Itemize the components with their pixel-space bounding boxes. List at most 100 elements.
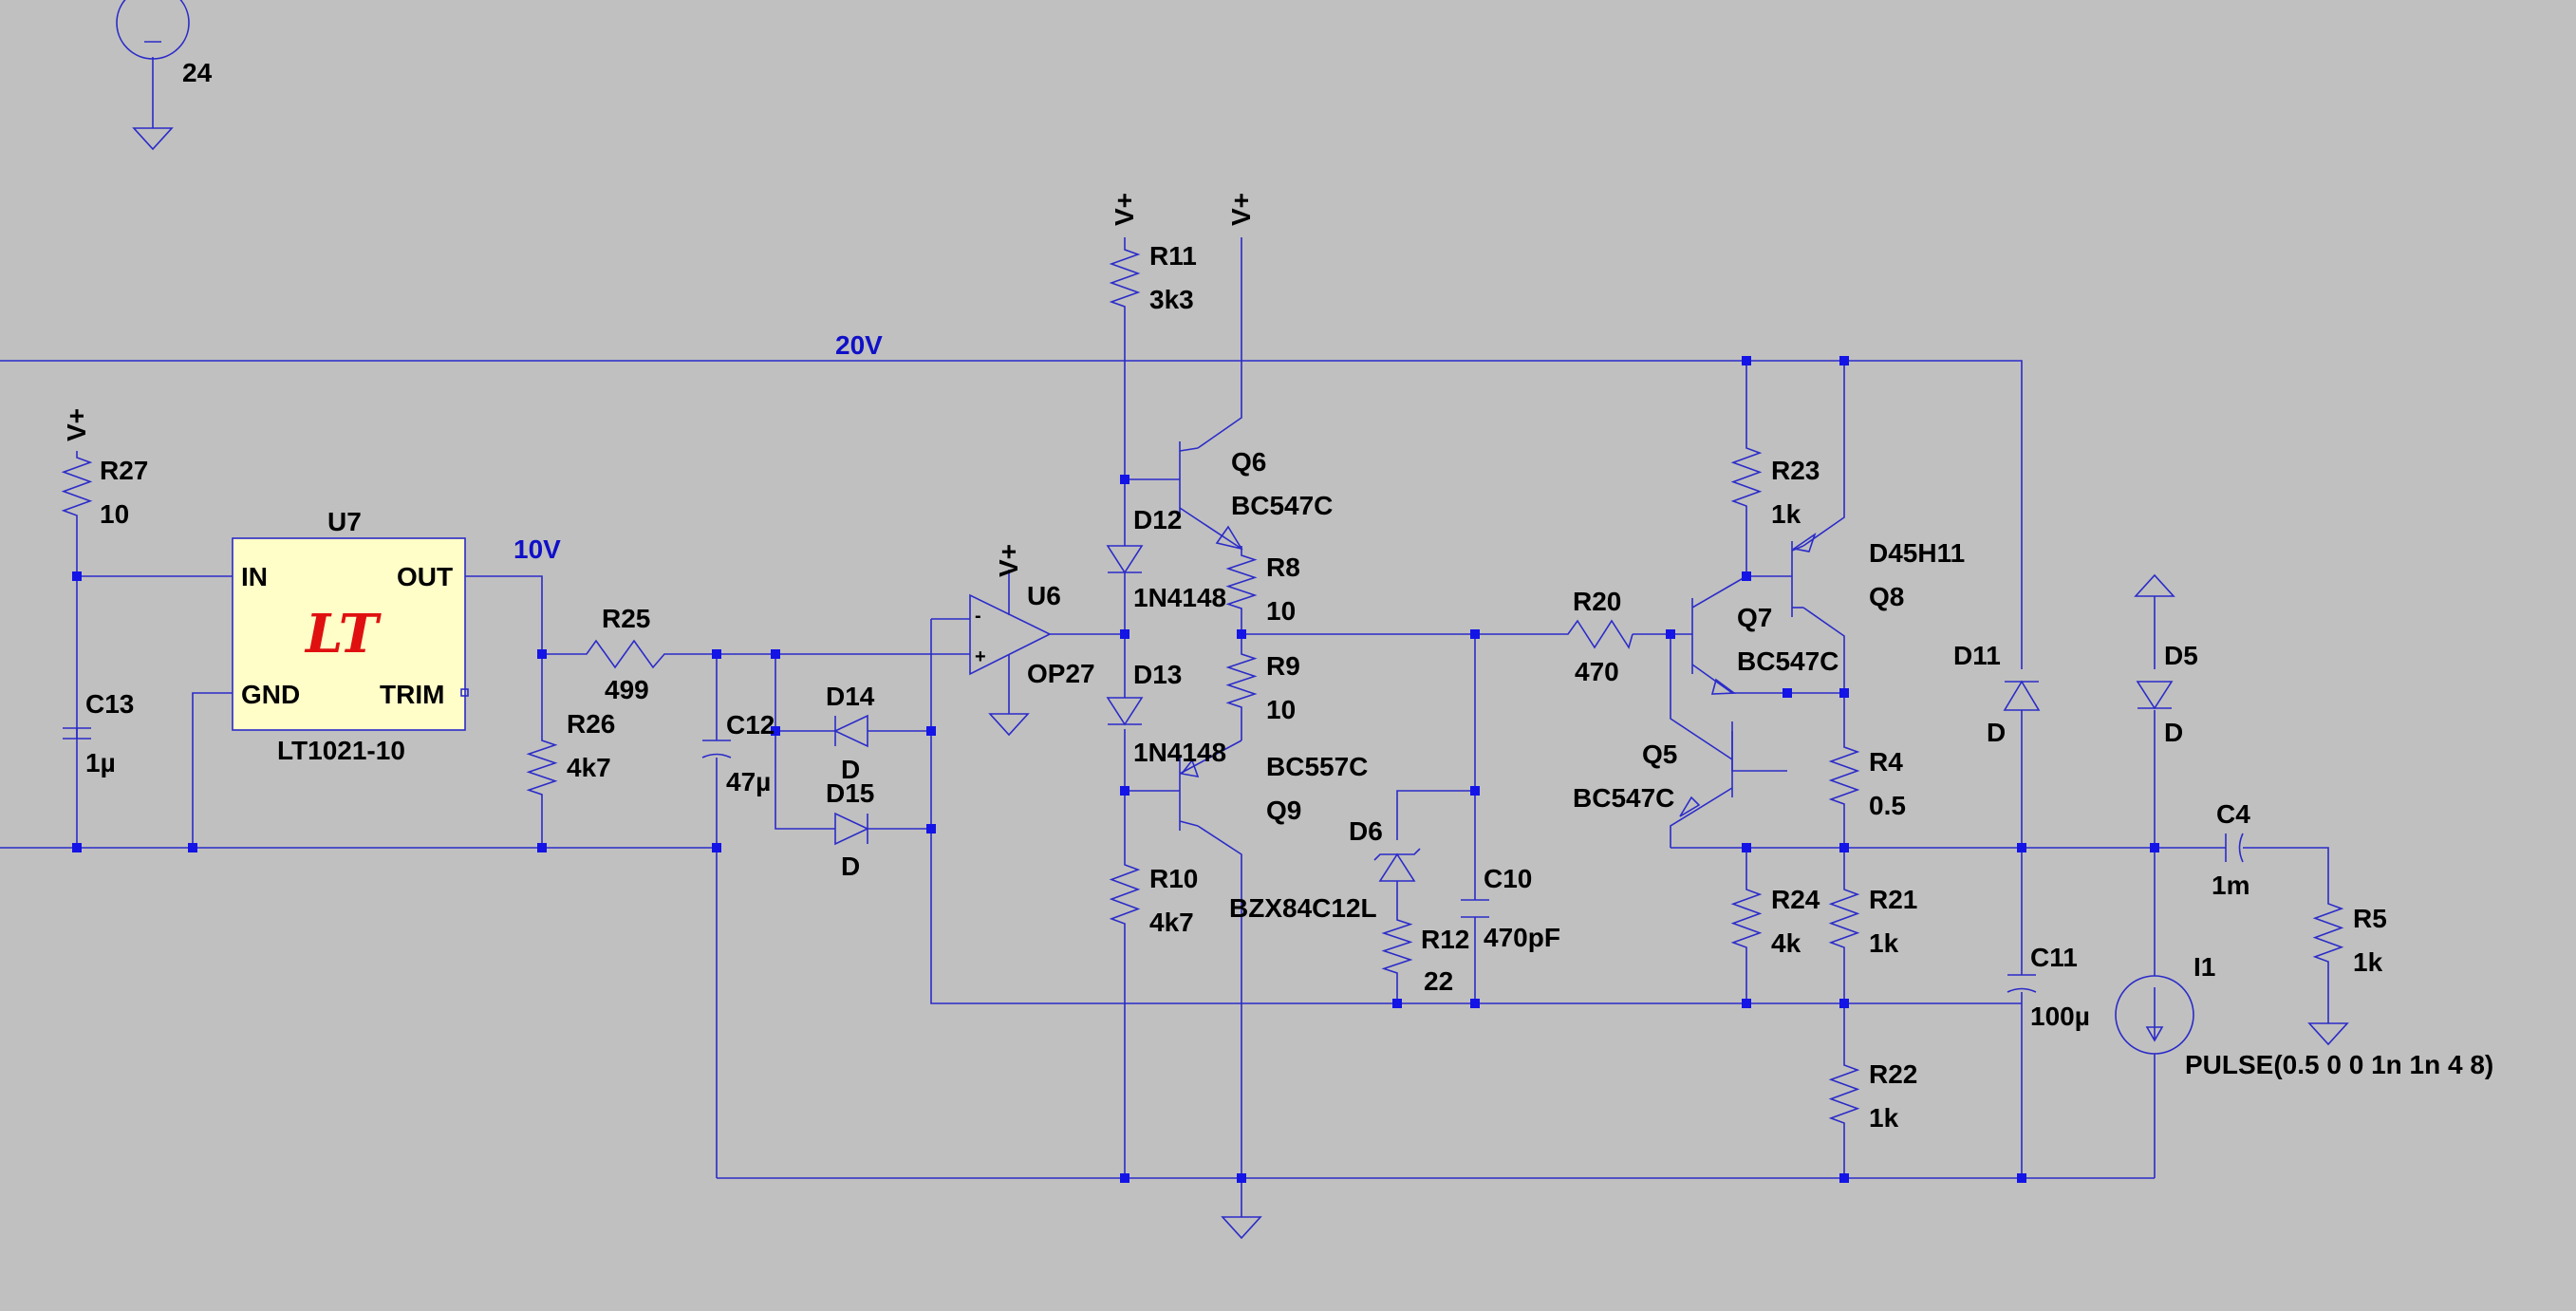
- junction-dot: [1470, 786, 1480, 796]
- junction-dot: [712, 843, 721, 852]
- capacitor-icon: [2225, 833, 2244, 863]
- r10-value: 4k7: [1149, 908, 1194, 937]
- r5-ref: R5: [2353, 904, 2387, 933]
- d13-ref: D13: [1133, 660, 1182, 689]
- junction-dot: [1470, 999, 1480, 1008]
- r5-value: 1k: [2353, 947, 2383, 977]
- diode-icon: [1106, 545, 1144, 589]
- resistor-icon: [1381, 913, 1413, 980]
- r23-ref: R23: [1771, 456, 1820, 485]
- arrow-up-icon: [2134, 573, 2175, 597]
- junction-dot: [1742, 356, 1751, 365]
- q6-ref: Q6: [1231, 447, 1266, 477]
- r21-value: 1k: [1869, 928, 1899, 958]
- c12-ref: C12: [726, 710, 775, 740]
- c12-value: 47µ: [726, 767, 771, 796]
- r26-ref: R26: [567, 709, 615, 739]
- junction-dot: [1666, 629, 1675, 639]
- junction-dot: [926, 824, 936, 833]
- resistor-icon: [1109, 243, 1141, 313]
- transistor-icon: [1670, 721, 1733, 848]
- q5-value: BC547C: [1573, 783, 1674, 813]
- q8-ref: Q8: [1869, 582, 1904, 611]
- c11-value: 100µ: [2030, 1002, 2090, 1031]
- transistor-icon: [1179, 441, 1243, 551]
- junction-dot: [771, 649, 780, 659]
- junction-dot: [712, 649, 721, 659]
- q6-value: BC547C: [1231, 491, 1333, 520]
- d11-value: D: [1987, 718, 2006, 747]
- labels: 24 20V 10V V+ V+ V+ V+ U7 IN OUT GND TRI…: [62, 58, 2493, 1133]
- r10-ref: R10: [1149, 864, 1198, 893]
- d11-ref: D11: [1953, 641, 2001, 670]
- resistor-icon: [2312, 897, 2344, 968]
- d6-ref: D6: [1349, 816, 1383, 846]
- resistor-icon: [1559, 619, 1633, 649]
- ground-icon: [988, 713, 1030, 737]
- d15-value: D: [841, 852, 860, 881]
- c4-value: 1m: [2212, 871, 2249, 900]
- resistor-icon: [1225, 549, 1258, 615]
- r12-ref: R12: [1421, 925, 1469, 954]
- d13-value: 1N4148: [1133, 738, 1226, 767]
- opamp-icon: [969, 570, 1052, 714]
- r9-ref: R9: [1266, 651, 1300, 681]
- junction-dot: [926, 726, 936, 736]
- diode-icon: [1106, 697, 1144, 726]
- capacitor-icon: [63, 727, 91, 740]
- ground-icon: [2307, 1022, 2349, 1046]
- net-label-20v: 20V: [835, 330, 883, 360]
- vplus-label: V+: [994, 544, 1023, 577]
- c4-ref: C4: [2216, 799, 2250, 829]
- wires: [0, 57, 2329, 1217]
- voltage-source-icon: [116, 0, 190, 60]
- r11-ref: R11: [1149, 241, 1197, 271]
- junction-dot: [1742, 843, 1751, 852]
- junctions: [72, 356, 2159, 1183]
- r4-ref: R4: [1869, 747, 1903, 777]
- r4-value: 0.5: [1869, 791, 1906, 820]
- r22-value: 1k: [1869, 1103, 1899, 1133]
- transistor-icon: [1179, 740, 1242, 831]
- vplus-label: V+: [1226, 193, 1256, 226]
- junction-dot: [2017, 1173, 2026, 1183]
- junction-dot: [1120, 475, 1129, 484]
- regulator-box: [232, 537, 466, 731]
- q7-ref: Q7: [1737, 603, 1772, 632]
- resistor-icon: [577, 639, 674, 669]
- q8-value: D45H11: [1869, 538, 1965, 568]
- q5-ref: Q5: [1642, 740, 1677, 769]
- vplus-label: V+: [1110, 193, 1139, 226]
- linear-tech-logo: LT: [304, 603, 383, 665]
- c11-ref: C11: [2030, 943, 2078, 972]
- transistor-icon: [1791, 533, 1817, 617]
- resistor-icon: [61, 451, 93, 522]
- q9-value: BC557C: [1266, 752, 1368, 781]
- r21-ref: R21: [1869, 885, 1917, 914]
- r24-value: 4k: [1771, 928, 1801, 958]
- c10-value: 470pF: [1484, 923, 1560, 952]
- junction-dot: [1783, 688, 1792, 698]
- d12-value: 1N4148: [1133, 583, 1226, 612]
- r27-ref: R27: [100, 456, 148, 485]
- resistor-icon: [1828, 740, 1860, 811]
- i1-ref: I1: [2193, 952, 2215, 982]
- u7-pin-gnd: GND: [241, 680, 300, 709]
- u6-minus: -: [975, 606, 981, 627]
- junction-dot: [537, 843, 547, 852]
- r25-value: 499: [605, 675, 649, 704]
- d14-ref: D14: [826, 682, 875, 711]
- junction-dot: [1839, 688, 1849, 698]
- c13-ref: C13: [85, 689, 134, 719]
- resistor-icon: [1730, 441, 1763, 513]
- capacitor-icon: [2007, 974, 2037, 993]
- capacitor-icon: [1461, 899, 1489, 918]
- r20-ref: R20: [1573, 587, 1621, 616]
- junction-dot: [1120, 629, 1129, 639]
- resistor-icon: [1828, 883, 1860, 954]
- d15-ref: D15: [826, 778, 874, 808]
- c13-value: 1µ: [85, 748, 116, 777]
- d6-value: BZX84C12L: [1229, 893, 1377, 923]
- u7-pin-in: IN: [241, 562, 268, 591]
- r9-value: 10: [1266, 695, 1296, 724]
